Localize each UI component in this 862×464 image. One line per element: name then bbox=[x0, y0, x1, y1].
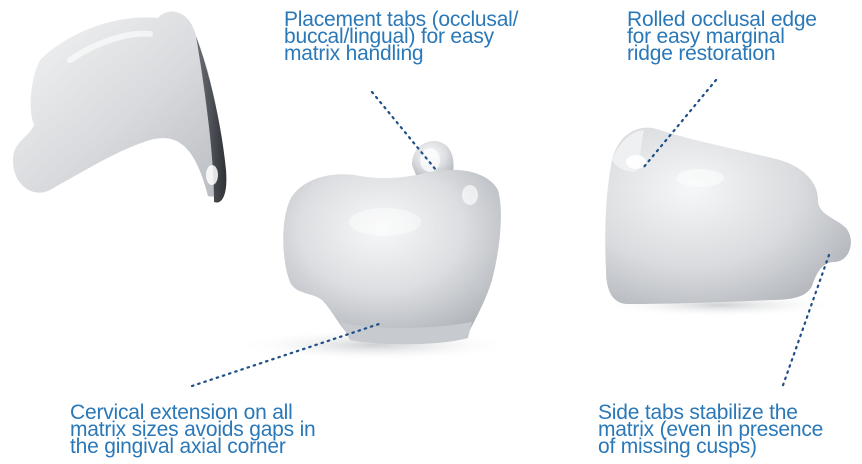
callout-cervical-extension: Cervical extension on all matrix sizes a… bbox=[70, 401, 316, 458]
callout-line: Side tabs stabilize the bbox=[598, 401, 798, 424]
leader-side-tabs bbox=[780, 253, 831, 390]
callout-line: matrix sizes avoids gaps in bbox=[70, 418, 316, 441]
callout-line: of missing cusps) bbox=[598, 435, 757, 458]
callout-line: matrix handling bbox=[284, 42, 424, 65]
callout-side-tabs: Side tabs stabilize the matrix (even in … bbox=[598, 401, 824, 458]
callout-line: Placement tabs (occlusal/ bbox=[284, 8, 519, 31]
callout-line: Cervical extension on all bbox=[70, 401, 293, 424]
callout-line: buccal/lingual) for easy bbox=[284, 25, 494, 48]
leader-placement-tabs bbox=[370, 90, 438, 172]
matrix-left-image bbox=[12, 11, 227, 203]
matrix-right-image bbox=[600, 127, 851, 317]
leader-lines bbox=[190, 78, 831, 390]
matrix-center-image bbox=[235, 140, 515, 361]
callout-placement-tabs: Placement tabs (occlusal/ buccal/lingual… bbox=[284, 8, 519, 65]
leader-cervical-extension bbox=[190, 321, 384, 388]
callout-line: Rolled occlusal edge bbox=[627, 8, 817, 31]
callout-line: for easy marginal bbox=[627, 25, 785, 48]
callout-line: matrix (even in presence bbox=[598, 418, 824, 441]
callout-rolled-edge: Rolled occlusal edge for easy marginal r… bbox=[627, 8, 817, 65]
callout-line: the gingival axial corner bbox=[70, 435, 286, 458]
callout-line: ridge restoration bbox=[627, 42, 776, 65]
leader-rolled-edge bbox=[641, 78, 718, 170]
